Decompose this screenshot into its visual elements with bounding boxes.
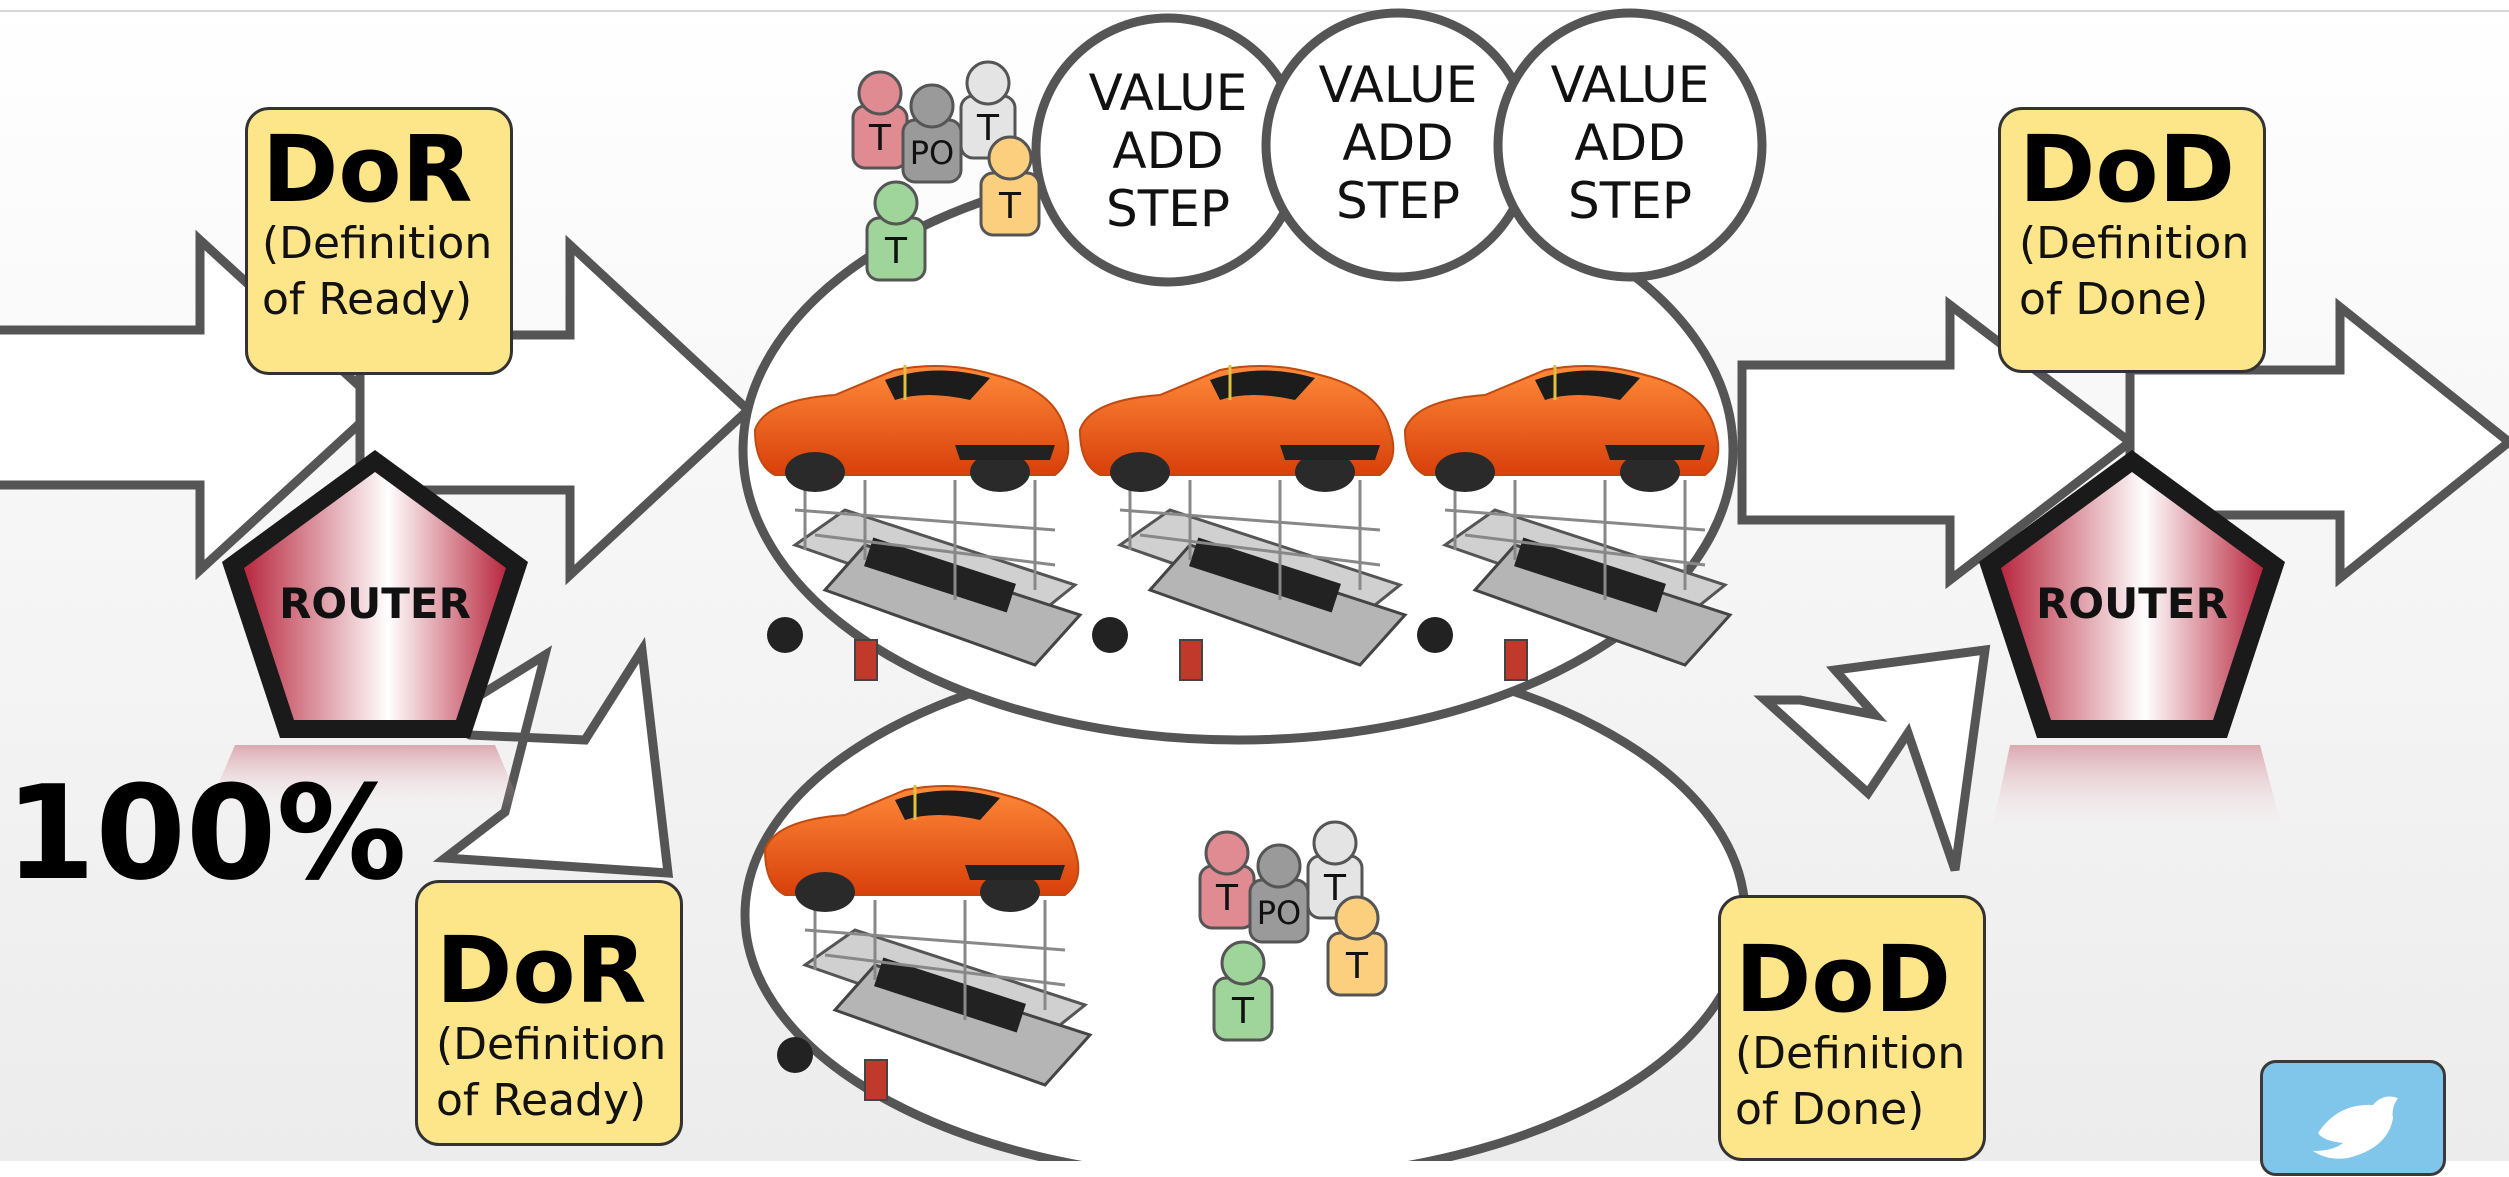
team-member-label: T	[998, 186, 1022, 227]
dod-line1: (Definition	[1735, 1028, 1966, 1079]
dod-box-bottom: DoD (Definition of Done)	[1718, 895, 1986, 1161]
team-member-label: T	[1323, 868, 1347, 909]
router-left: ROUTER	[205, 450, 528, 815]
team-po-label: PO	[1257, 894, 1301, 932]
router-left-label: ROUTER	[279, 579, 471, 628]
dor-line1: (Definition	[262, 218, 493, 269]
value-add-step-2-line2: ADD	[1342, 114, 1453, 172]
value-add-step-2: VALUE ADD STEP	[1261, 8, 1535, 282]
team-member-label: T	[1345, 946, 1369, 987]
value-add-step-1: VALUE ADD STEP	[1031, 13, 1305, 287]
dod-box-top: DoD (Definition of Done)	[1998, 107, 2266, 373]
dod-abbr: DoD	[1735, 926, 1951, 1033]
dor-abbr: DoR	[262, 116, 473, 223]
value-add-step-1-line1: VALUE	[1089, 64, 1248, 122]
router-right-label: ROUTER	[2036, 579, 2228, 628]
twitter-icon[interactable]	[2260, 1060, 2446, 1176]
dor-line1: (Definition	[436, 1019, 667, 1070]
dod-abbr: DoD	[2019, 116, 2235, 223]
dor-box-top: DoR (Definition of Ready)	[245, 107, 513, 375]
team-icon: T T PO T T	[851, 60, 1041, 282]
value-add-step-1-line2: ADD	[1112, 122, 1223, 180]
dod-line2: of Done)	[1735, 1084, 1925, 1135]
team-po-label: PO	[910, 134, 954, 172]
team-member-label: T	[1215, 878, 1239, 919]
router-right: ROUTER	[1979, 450, 2285, 840]
team-icon: T T PO T T	[1198, 820, 1388, 1042]
dod-line2: of Done)	[2019, 274, 2209, 325]
dor-line2: of Ready)	[262, 274, 473, 325]
team-member-label: T	[868, 118, 892, 159]
dor-box-bottom: DoR (Definition of Ready)	[415, 880, 683, 1146]
twitter-bird-icon	[2313, 1096, 2398, 1159]
value-add-step-3-line1: VALUE	[1551, 56, 1710, 114]
team-member-label: T	[884, 231, 908, 272]
team-member-label: T	[976, 108, 1000, 149]
top-border	[0, 0, 2509, 12]
dod-line1: (Definition	[2019, 218, 2250, 269]
done-arrow	[1737, 295, 2138, 590]
value-add-step-2-line3: STEP	[1336, 172, 1460, 230]
value-add-step-1-line3: STEP	[1106, 180, 1230, 238]
value-add-step-3-line2: ADD	[1574, 114, 1685, 172]
value-add-step-3: VALUE ADD STEP	[1493, 8, 1767, 282]
team-member-label: T	[1231, 991, 1255, 1032]
value-add-step-3-line3: STEP	[1568, 172, 1692, 230]
percentage-label: 100%	[5, 757, 407, 909]
router-out-arrow-down	[430, 636, 674, 878]
router-in-arrow-up	[1753, 644, 1991, 872]
dor-line2: of Ready)	[436, 1075, 647, 1126]
value-add-step-2-line1: VALUE	[1319, 56, 1478, 114]
dor-abbr: DoR	[436, 917, 647, 1024]
